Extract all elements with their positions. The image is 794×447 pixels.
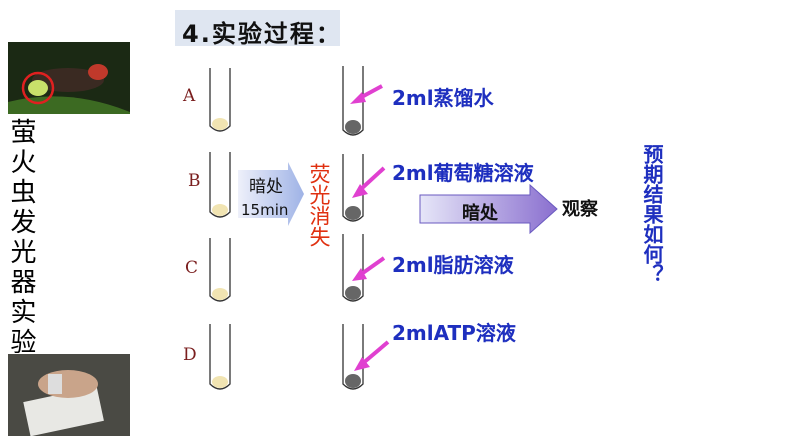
tube-b-left	[210, 152, 230, 217]
tube-d-left	[210, 324, 230, 389]
tube-c-right	[343, 234, 363, 301]
observe-label: 观察	[562, 195, 598, 221]
reagent-label-d: 2mlATP溶液	[392, 320, 522, 346]
reagent-label-a: 2ml蒸馏水	[392, 82, 494, 111]
reagent-label-b: 2ml葡萄糖溶液	[392, 157, 534, 186]
dark-box-line2: 15min	[241, 201, 288, 219]
tube-a-left	[210, 68, 230, 131]
fluorescence-label: 荧光消失	[307, 163, 331, 247]
dark-box-line1: 暗处	[249, 172, 283, 197]
arrow-label: 暗处	[462, 199, 498, 225]
tube-c-left	[210, 238, 230, 301]
reagent-label-c: 2ml脂肪溶液	[392, 249, 514, 278]
tube-d-right	[343, 324, 363, 389]
expectation-question: 预期结果如何？	[640, 144, 663, 284]
